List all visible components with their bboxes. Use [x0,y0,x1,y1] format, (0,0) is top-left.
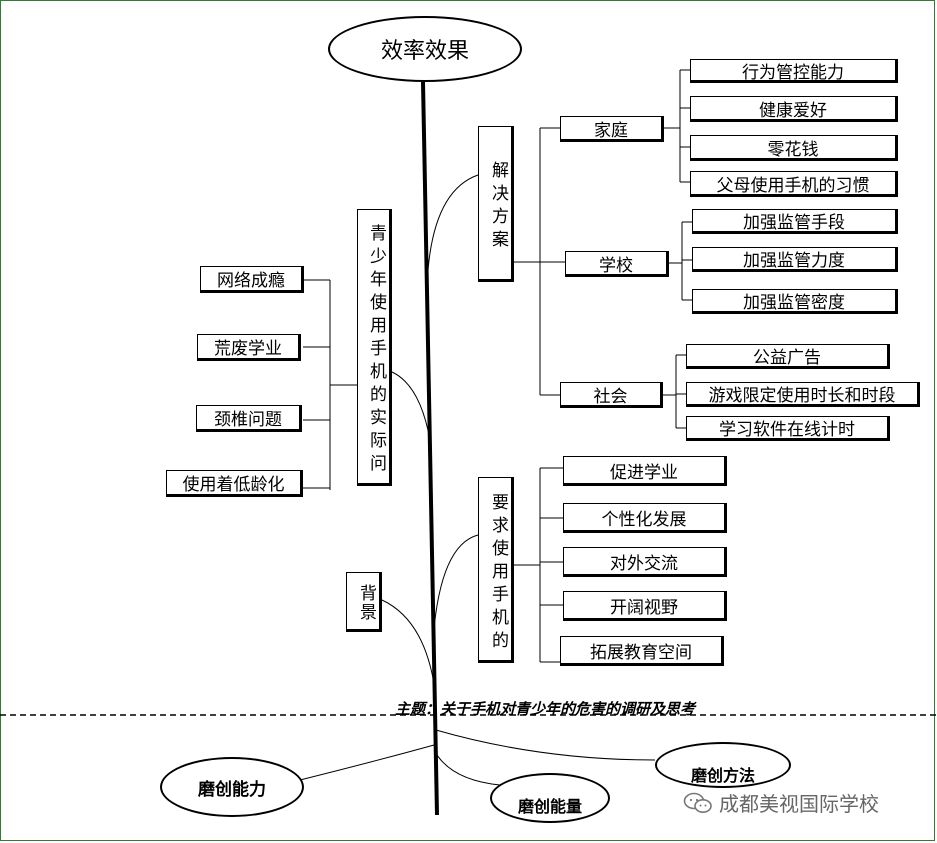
school-item: 加强监管手段 [692,209,898,234]
problem-box: 青少年使用手机的实际问 [357,209,392,486]
solution-family: 家庭 [560,116,664,142]
branch-problem [391,371,431,441]
background-box-text: 背景 [356,584,376,622]
family-item-text: 健康爱好 [759,100,827,121]
solution-society: 社会 [560,382,663,408]
family-item: 父母使用手机的习惯 [690,171,898,197]
problem-item: 颈椎问题 [196,405,302,432]
family-item-text: 零花钱 [767,139,819,160]
family-item: 零花钱 [690,135,898,161]
branch-oval-left [299,744,435,781]
school-item-text: 加强监管密度 [743,293,845,313]
problem-item-text: 网络成瘾 [217,271,285,291]
title-text: 效率效果 [380,39,469,64]
requirement-item: 促进学业 [563,456,727,486]
family-item-text: 父母使用手机的习惯 [716,175,870,196]
school-item-text: 加强监管力度 [743,251,845,271]
solution-school: 学校 [565,251,669,277]
oval-method-text: 磨创方法 [690,766,755,785]
solution-box-text: 解决方案 [488,161,508,253]
oval-capability-text: 磨创能力 [198,779,266,800]
problem-bracket [303,279,358,490]
requirement-item: 开阔视野 [563,591,727,621]
requirement-box-text: 要求使用手机的 [488,492,508,654]
branch-oval-right [435,729,656,761]
requirement-item-text: 拓展教育空间 [590,642,692,663]
solution-family-text: 家庭 [594,120,628,141]
branch-oval-mid [433,749,501,786]
problem-item-text: 使用着低龄化 [182,475,285,495]
watermark: 成都美视国际学校 [683,788,879,817]
branch-requirement [432,534,479,641]
family-bracket [663,69,690,183]
requirement-item-text: 开阔视野 [610,597,678,618]
solution-box: 解决方案 [478,126,514,282]
society-item: 学习软件在线计时 [686,416,890,441]
problem-item-text: 颈椎问题 [214,410,282,430]
oval-energy-text: 磨创能量 [517,797,582,816]
society-item-text: 游戏限定使用时长和时段 [708,386,896,406]
problem-item: 使用着低龄化 [166,470,303,497]
background-box: 背景 [346,572,382,632]
requirement-item: 对外交流 [563,547,727,577]
society-item: 游戏限定使用时长和时段 [686,382,920,407]
oval-capability: 磨创能力 [160,757,304,817]
school-bracket [668,221,692,301]
problem-box-text: 青少年使用手机的实际问 [366,224,386,477]
branch-solution [427,174,479,271]
problem-item: 荒废学业 [197,334,301,361]
society-bracket [662,354,686,429]
central-theme: 主题：关于手机对青少年的危害的调研及思考 [395,700,696,718]
solution-society-text: 社会 [593,386,628,407]
requirement-item-text: 促进学业 [610,462,678,483]
society-item: 公益广告 [686,344,890,369]
requirement-bracket [513,467,563,663]
solution-bracket [514,127,565,396]
school-item: 加强监管密度 [692,289,898,314]
oval-energy: 磨创能量 [490,773,610,823]
title-oval: 效率效果 [328,16,522,82]
problem-item-text: 荒废学业 [214,339,282,359]
wechat-icon [683,792,712,813]
family-item-text: 行为管控能力 [742,62,844,83]
school-item-text: 加强监管手段 [743,213,845,233]
problem-item: 网络成瘾 [200,266,304,293]
requirement-item-text: 个性化发展 [601,509,687,530]
school-item: 加强监管力度 [692,247,898,272]
society-item-text: 公益广告 [753,348,821,368]
family-item: 行为管控能力 [690,59,898,83]
oval-method: 磨创方法 [655,742,791,788]
society-item-text: 学习软件在线计时 [719,420,855,440]
branch-background [381,599,436,691]
requirement-item: 个性化发展 [563,503,727,533]
requirement-item-text: 对外交流 [610,553,678,574]
main-trunk [421,81,439,816]
requirement-item: 拓展教育空间 [560,636,724,666]
solution-school-text: 学校 [599,255,633,276]
family-item: 健康爱好 [690,96,898,122]
watermark-text: 成都美视国际学校 [719,792,879,816]
requirement-box: 要求使用手机的 [478,477,514,663]
